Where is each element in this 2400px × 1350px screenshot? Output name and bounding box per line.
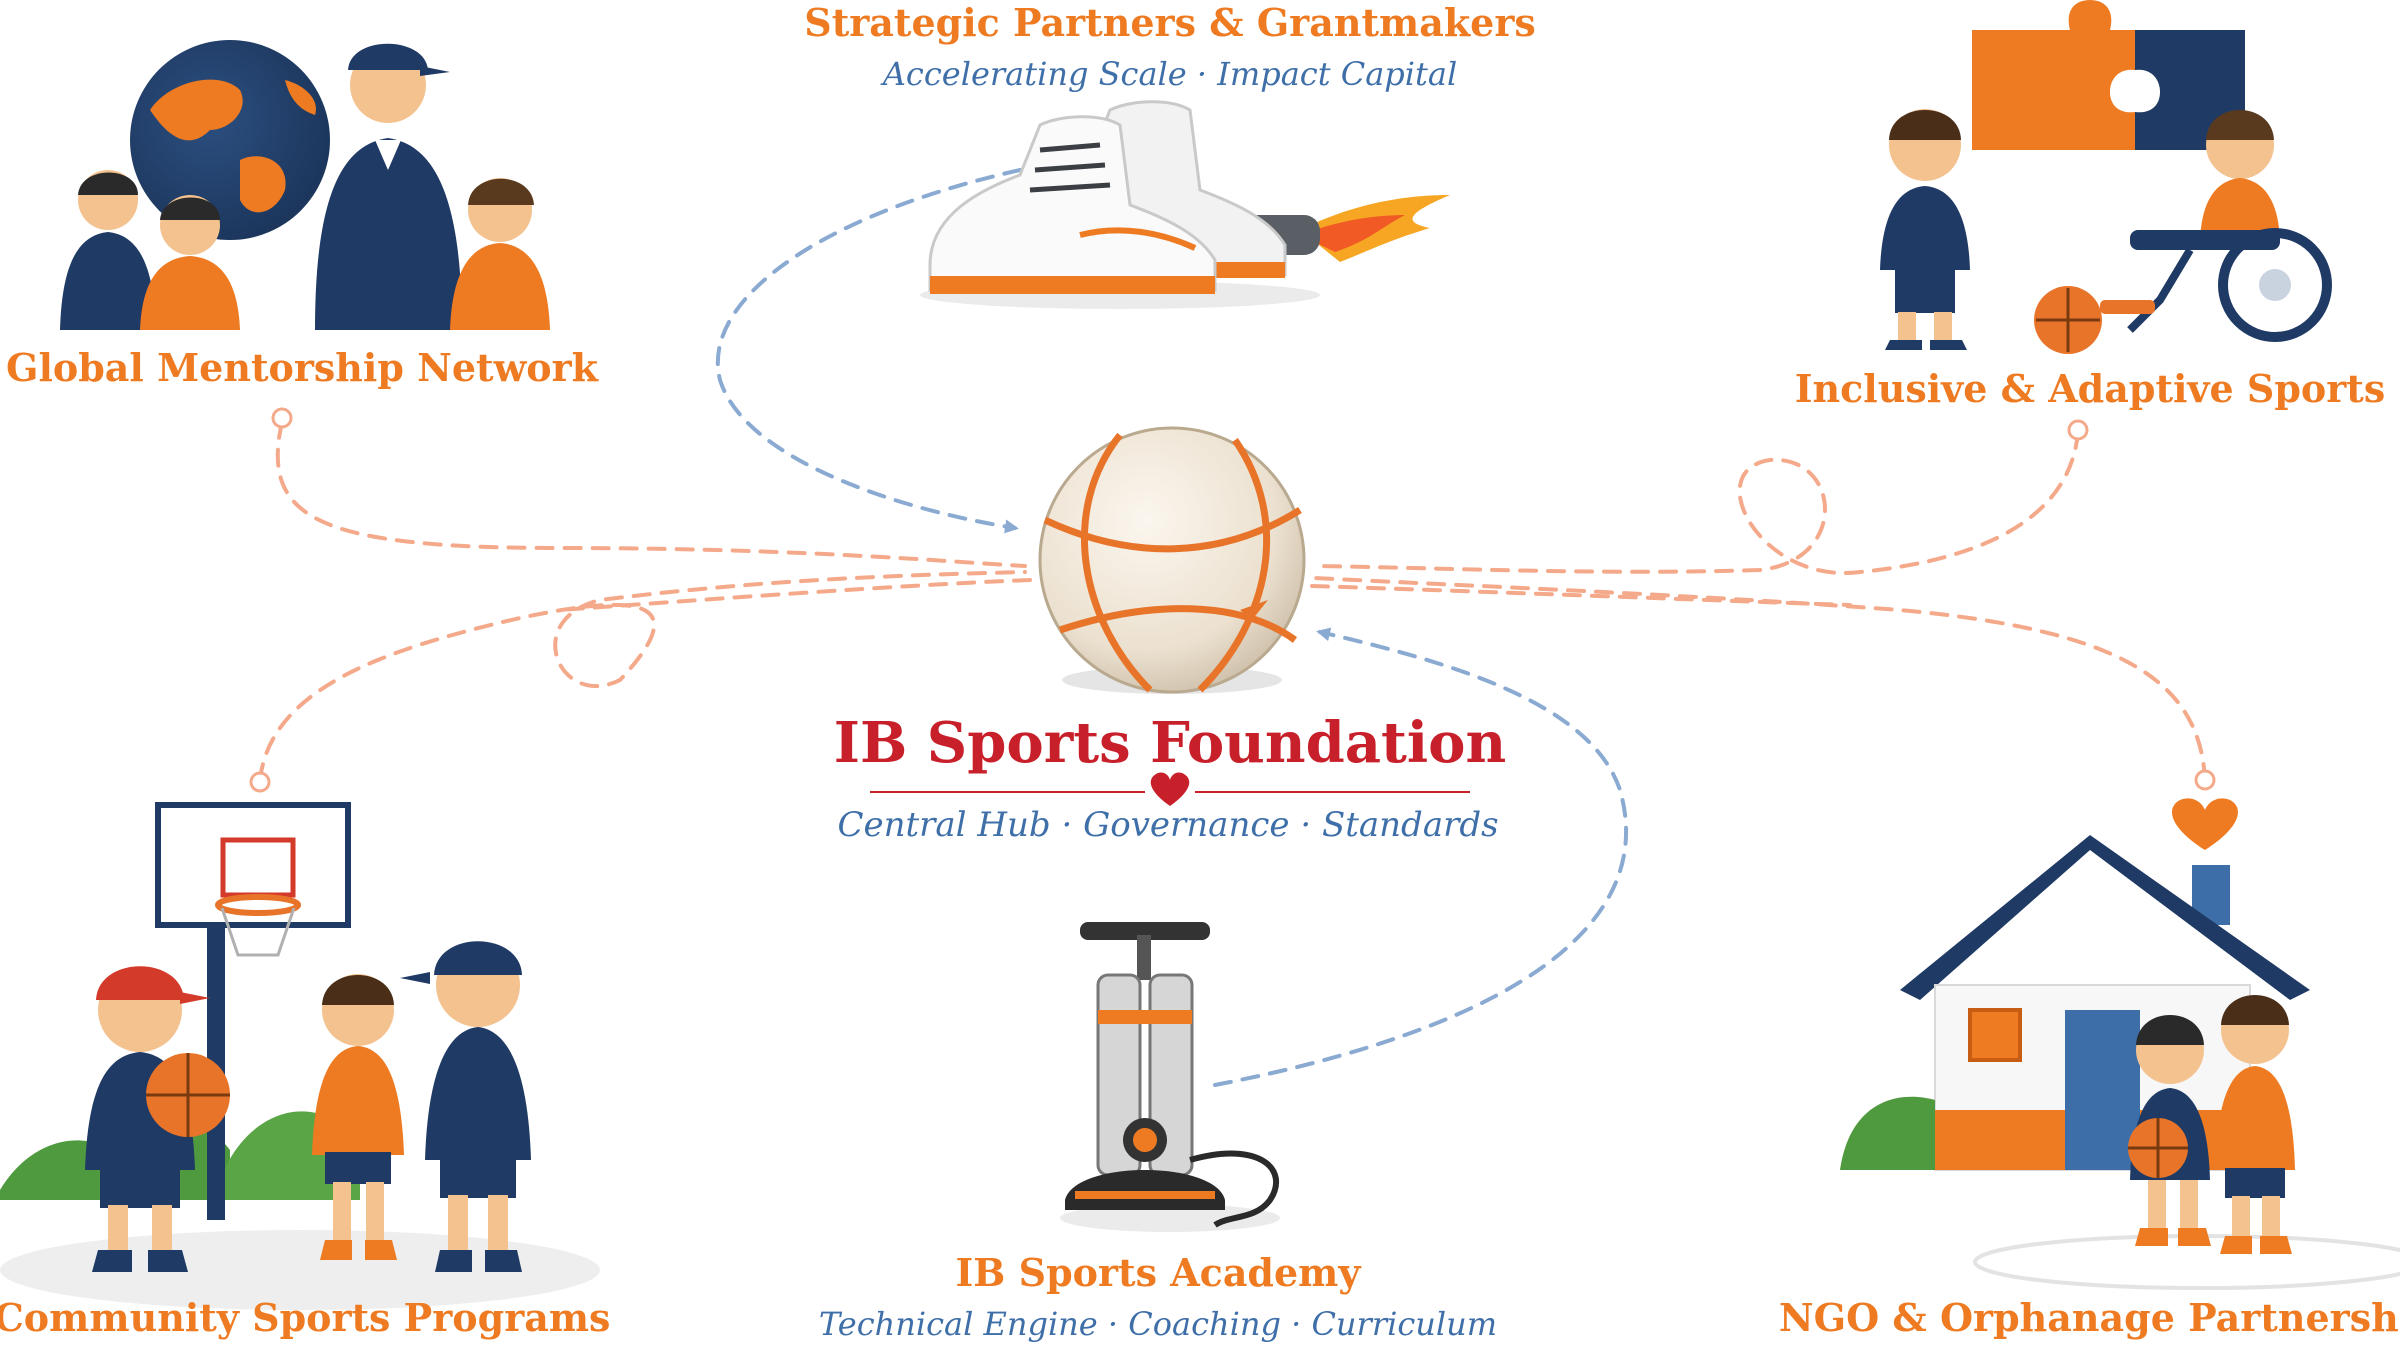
heart-divider <box>870 772 1470 806</box>
partners-subtitle: Accelerating Scale · Impact Capital <box>882 55 1458 93</box>
connector-dot-ngo <box>2194 769 2216 791</box>
connectors <box>258 168 2207 1087</box>
connector-community-to-hub <box>258 570 1027 782</box>
basketball-hoop-kids-icon <box>0 802 600 1310</box>
house-heart-icon <box>1840 798 2400 1290</box>
globe-mentor-icon <box>60 40 550 330</box>
connector-dot-mentorship <box>271 407 293 429</box>
air-pump-icon <box>1060 922 1280 1232</box>
connector-dot-inclusive <box>2067 419 2089 441</box>
partners-title: Strategic Partners & Grantmakers <box>804 0 1536 45</box>
academy-title: IB Sports Academy <box>955 1250 1361 1295</box>
connector-strand <box>1310 584 1852 607</box>
hub-title: IB Sports Foundation <box>833 710 1507 776</box>
mentorship-title: Global Mentorship Network <box>5 345 599 390</box>
connector-ngo-to-hub <box>1313 576 2207 782</box>
heart-icon <box>2172 798 2238 850</box>
basketball-icon <box>1038 426 1306 694</box>
connector-dots <box>249 407 2216 793</box>
connector-academy-to-hub <box>1213 627 1628 1087</box>
hub-subtitle: Central Hub · Governance · Standards <box>837 805 1499 845</box>
ngo-title: NGO & Orphanage Partnerships <box>1778 1295 2400 1340</box>
connector-mentorship-to-hub <box>275 420 1027 568</box>
rocket-sneakers-icon <box>920 100 1450 309</box>
connector-partners-to-hub <box>716 168 1022 534</box>
heart-icon <box>1150 772 1190 806</box>
connector-dot-community <box>249 771 271 793</box>
academy-subtitle: Technical Engine · Coaching · Curriculum <box>818 1305 1498 1343</box>
connector-strand <box>558 578 1032 612</box>
community-title: Community Sports Programs <box>0 1295 611 1340</box>
puzzle-wheelchair-icon <box>1880 0 2332 354</box>
connector-inclusive-to-hub <box>1313 430 2080 576</box>
inclusive-title: Inclusive & Adaptive Sports <box>1794 366 2386 411</box>
